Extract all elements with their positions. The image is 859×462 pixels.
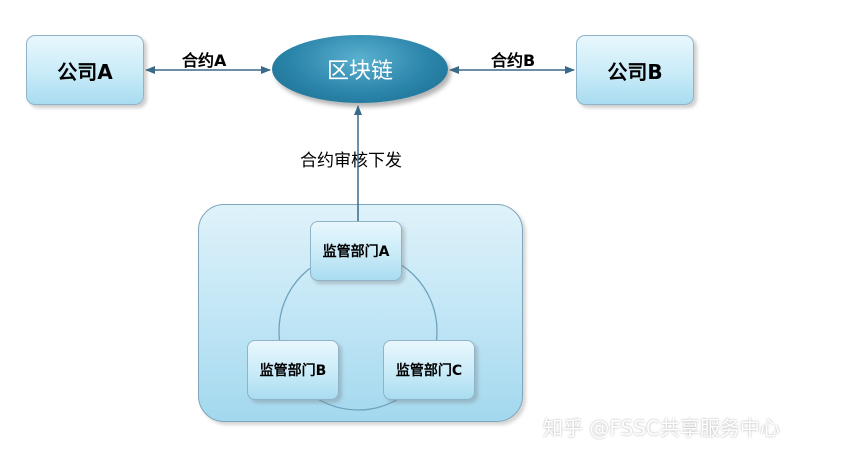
regulator-a-node: 监管部门A (310, 221, 402, 281)
watermark: 知乎 @FSSC共享服务中心 (543, 416, 780, 440)
regulator-a-label: 监管部门A (322, 244, 390, 260)
company-a-node: 公司A (26, 35, 144, 105)
regulator-b-node: 监管部门B (247, 340, 339, 400)
regulator-b-label: 监管部门B (259, 363, 327, 379)
contract-review-label: 合约审核下发 (300, 151, 402, 171)
contract-a-label: 合约A (182, 51, 227, 70)
regulator-c-node: 监管部门C (383, 340, 475, 400)
blockchain-label: 区块链 (326, 59, 393, 84)
contract-b-label: 合约B (491, 51, 536, 70)
company-a-label: 公司A (57, 59, 113, 84)
regulator-c-label: 监管部门C (395, 363, 463, 379)
company-b-node: 公司B (576, 35, 694, 105)
company-b-label: 公司B (607, 59, 663, 84)
blockchain-node: 区块链 (272, 35, 448, 103)
